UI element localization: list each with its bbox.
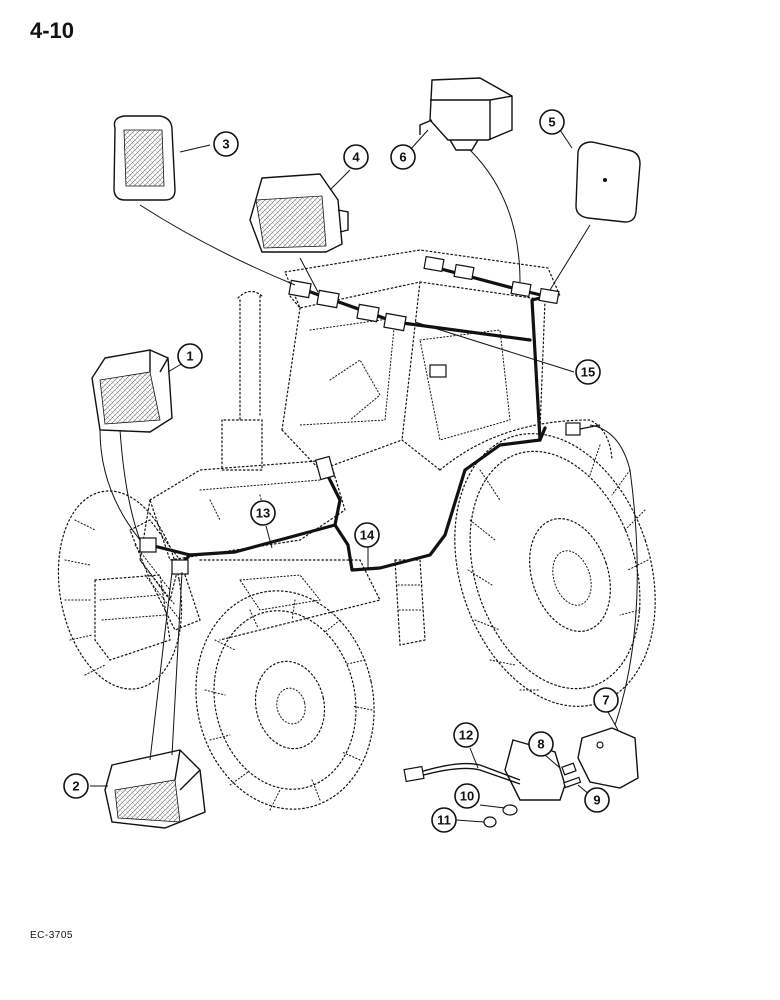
callout-13: 13 bbox=[250, 500, 276, 526]
svg-text:15: 15 bbox=[581, 365, 595, 380]
svg-text:3: 3 bbox=[222, 137, 229, 152]
callout-15: 15 bbox=[575, 359, 601, 385]
callout-10: 10 bbox=[454, 783, 480, 809]
callout-11: 11 bbox=[431, 807, 457, 833]
page-number: 4-10 bbox=[30, 18, 75, 43]
roof-lamp-6 bbox=[419, 77, 513, 151]
svg-text:13: 13 bbox=[256, 506, 270, 521]
tractor-outline bbox=[94, 249, 613, 661]
svg-text:12: 12 bbox=[459, 728, 473, 743]
svg-text:4: 4 bbox=[352, 150, 360, 165]
work-lamp-5 bbox=[575, 141, 641, 223]
callout-12: 12 bbox=[453, 722, 479, 748]
roof-connectors bbox=[139, 255, 581, 575]
front-headlamp-lower bbox=[104, 749, 206, 829]
front-wheel-left bbox=[57, 490, 183, 690]
callout-3: 3 bbox=[213, 131, 239, 157]
leader-lines bbox=[90, 129, 638, 823]
callout-9: 9 bbox=[584, 787, 610, 813]
flood-lamp-4 bbox=[249, 173, 349, 253]
callout-2: 2 bbox=[63, 773, 89, 799]
callout-7: 7 bbox=[593, 687, 619, 713]
svg-text:1: 1 bbox=[186, 349, 193, 364]
front-headlamp-upper bbox=[91, 349, 173, 433]
work-lamp-3 bbox=[113, 115, 176, 201]
svg-text:14: 14 bbox=[360, 528, 375, 543]
callout-5: 5 bbox=[539, 109, 565, 135]
svg-text:6: 6 bbox=[399, 150, 406, 165]
rear-wheel bbox=[454, 433, 656, 707]
svg-text:5: 5 bbox=[548, 115, 555, 130]
rear-lamp-hardware bbox=[403, 739, 582, 828]
rear-lamp-7 bbox=[577, 727, 639, 789]
svg-text:11: 11 bbox=[437, 813, 451, 828]
callout-8: 8 bbox=[528, 731, 554, 757]
callout-1: 1 bbox=[177, 343, 203, 369]
figure-code: EC-3705 bbox=[30, 930, 73, 941]
svg-text:9: 9 bbox=[593, 793, 600, 808]
callout-14: 14 bbox=[354, 522, 380, 548]
svg-text:7: 7 bbox=[602, 693, 609, 708]
svg-text:10: 10 bbox=[460, 789, 474, 804]
front-wheel-right bbox=[195, 590, 375, 811]
callout-4: 4 bbox=[343, 144, 369, 170]
svg-text:2: 2 bbox=[72, 779, 79, 794]
svg-text:8: 8 bbox=[537, 737, 544, 752]
callout-6: 6 bbox=[390, 144, 416, 170]
